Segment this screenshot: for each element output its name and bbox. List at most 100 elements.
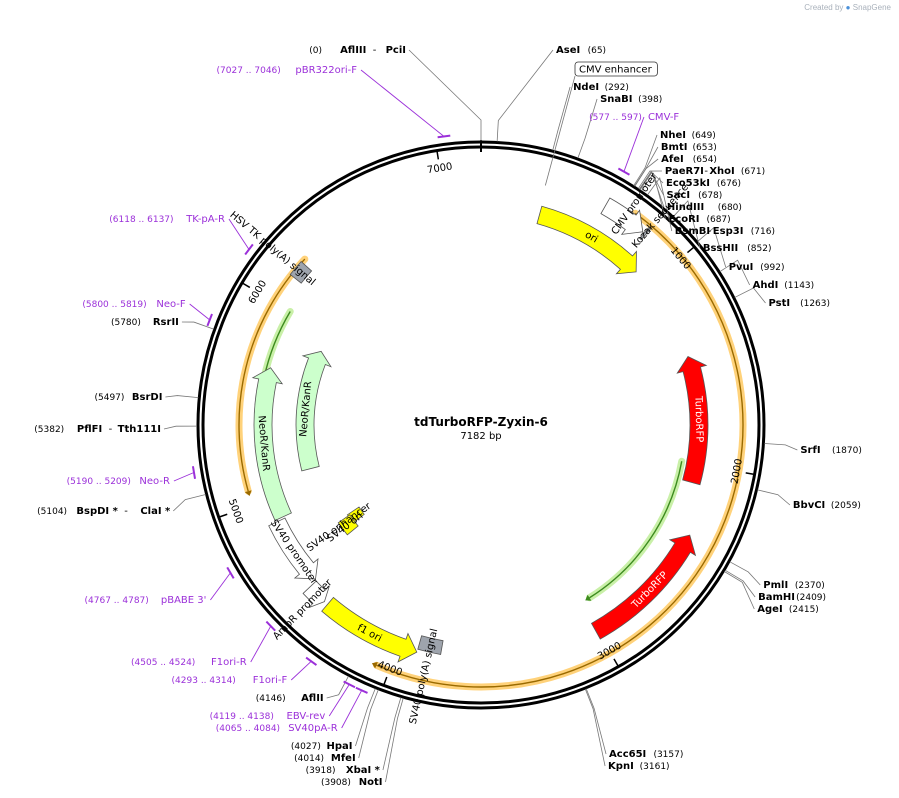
primer-name: TK-pA-R bbox=[185, 214, 225, 225]
scale-tick bbox=[383, 676, 388, 685]
primer-name: F1ori-F bbox=[253, 675, 288, 686]
enzyme-leader-line bbox=[757, 489, 791, 506]
primer-leader-line bbox=[228, 218, 250, 250]
primer-f1ori-f: F1ori-F(4293 .. 4314) bbox=[172, 675, 288, 686]
enzyme-separator: - bbox=[704, 166, 708, 177]
primer-leader-line bbox=[328, 684, 350, 717]
primer-range: (4505 .. 4524) bbox=[131, 658, 195, 668]
primer-ebv-rev: EBV-rev(4119 .. 4138) bbox=[210, 711, 326, 722]
enzyme-name: PaeR7I bbox=[665, 166, 704, 177]
enzyme-name: SrfI bbox=[800, 445, 820, 456]
enzyme-site-agei: AgeI(2415) bbox=[757, 604, 819, 615]
plasmid-size: 7182 bp bbox=[460, 431, 501, 442]
orf-arc-line bbox=[376, 212, 744, 688]
callout-leader-line bbox=[544, 75, 576, 186]
enzyme-site-bbvci: BbvCI(2059) bbox=[793, 500, 861, 511]
enzyme-leader-line bbox=[729, 561, 761, 586]
feature-label: NeoR/KanR bbox=[255, 415, 271, 472]
orf-arc-line bbox=[238, 258, 306, 492]
enzyme-name: AfeI bbox=[661, 154, 684, 165]
enzyme-leader-line bbox=[633, 134, 658, 186]
enzyme-name: SacI bbox=[666, 190, 690, 201]
scale-tick-label: 4000 bbox=[376, 659, 404, 678]
primer-name: pBABE 3' bbox=[161, 595, 207, 606]
enzyme-site-rsrii: RsrII(5780) bbox=[111, 317, 179, 328]
primer-binding-mark bbox=[305, 656, 318, 666]
primer-range: (6118 .. 6137) bbox=[109, 215, 173, 225]
enzyme-site-pmli: PmlI(2370) bbox=[763, 580, 825, 591]
enzyme-position: (5382) bbox=[34, 425, 64, 435]
feature-arrow-ori bbox=[536, 205, 637, 275]
enzyme-position: (654) bbox=[693, 155, 717, 165]
enzyme-site-srfi: SrfI (1870) bbox=[800, 445, 862, 456]
enzyme-name: NdeI bbox=[573, 82, 599, 93]
enzyme-position: (3161) bbox=[640, 762, 670, 772]
plasmid-name: tdTurboRFP-Zyxin-6 bbox=[414, 415, 548, 429]
enzyme-site-afliii: PciI-AflIII(0) bbox=[309, 45, 406, 56]
feature-label: TurboRFP bbox=[692, 395, 704, 443]
enzyme-partner-name: Esp3I bbox=[713, 226, 744, 237]
primer-f1ori-r: F1ori-R (4505 .. 4524) bbox=[131, 657, 247, 668]
primer-neo-r: Neo-R(5190 .. 5209) bbox=[67, 476, 170, 487]
enzyme-name: AseI bbox=[556, 45, 580, 56]
enzyme-position: (671) bbox=[741, 167, 765, 177]
leader-lines-layer bbox=[163, 49, 798, 783]
enzyme-name: AflIII bbox=[340, 45, 366, 56]
enzyme-site-bspdi: ClaI *-BspDI *(5104) bbox=[37, 506, 171, 517]
enzyme-partner-name: XhoI bbox=[709, 166, 734, 177]
scale-tick-label: 5000 bbox=[226, 498, 245, 526]
primer-binding-mark bbox=[265, 620, 276, 632]
primer-name: F1ori-R bbox=[211, 657, 247, 668]
enzyme-leader-line bbox=[326, 675, 349, 699]
feature-label: NeoR/KanR bbox=[298, 381, 314, 438]
enzyme-position: (1870) bbox=[832, 446, 862, 456]
enzyme-site-bamhi: BamHI(2409) bbox=[758, 592, 826, 603]
feature-arrow-turborfp bbox=[676, 355, 709, 486]
enzyme-site-hindiii: HindIII(680) bbox=[667, 202, 742, 213]
enzyme-site-psti: PstI(1263) bbox=[768, 298, 830, 309]
enzyme-site-mfei: MfeI(4014) bbox=[294, 753, 356, 764]
feature-arrow-sv40-promoter bbox=[268, 517, 319, 580]
enzyme-position: (3918) bbox=[306, 766, 336, 776]
primer-binding-mark bbox=[343, 680, 356, 689]
enzyme-leader-line bbox=[585, 688, 607, 755]
enzyme-leader-line bbox=[637, 170, 662, 189]
feature-arrow-cmv-promoter bbox=[600, 197, 644, 235]
enzyme-leader-line bbox=[172, 494, 206, 512]
enzyme-name: SnaBI bbox=[600, 94, 632, 105]
enzyme-name: AhdI bbox=[753, 280, 779, 291]
orf-arc-line bbox=[589, 461, 683, 599]
primer-binding-mark bbox=[206, 313, 213, 327]
enzyme-leader-line bbox=[647, 176, 673, 232]
primer-name: CMV-F bbox=[648, 112, 679, 123]
orf-arc-arrowhead bbox=[244, 490, 252, 496]
primer-sv40pa-r: SV40pA-R(4065 .. 4084) bbox=[216, 723, 338, 734]
enzyme-site-acc65i: Acc65I(3157) bbox=[609, 749, 683, 760]
enzyme-name: BmtI bbox=[661, 142, 688, 153]
primer-range: (4767 .. 4787) bbox=[85, 596, 149, 606]
scale-tick bbox=[242, 282, 251, 289]
feature-label: TurboRFP bbox=[629, 570, 670, 611]
enzyme-position: (292) bbox=[605, 83, 629, 93]
enzyme-site-ahdi: AhdI(1143) bbox=[753, 280, 815, 291]
primer-pbabe-3-: pBABE 3' (4767 .. 4787) bbox=[85, 595, 207, 606]
callout-label: CMV enhancer bbox=[579, 65, 653, 76]
primer-name: pBR322ori-F bbox=[295, 65, 357, 76]
enzyme-leader-line bbox=[552, 86, 571, 151]
enzyme-leader-line bbox=[163, 425, 198, 430]
primer-binding-mark bbox=[355, 686, 368, 694]
enzyme-name: PmlI bbox=[763, 580, 788, 591]
enzyme-position: (65) bbox=[588, 46, 606, 56]
enzyme-leader-line bbox=[697, 227, 727, 268]
scale-tick bbox=[745, 472, 754, 476]
snapgene-credit: Created by ● SnapGene bbox=[804, 3, 891, 12]
enzyme-site-bsshii: BssHII(852) bbox=[703, 243, 772, 254]
scale-tick-label: 2000 bbox=[730, 458, 745, 485]
orf-arc-arrowhead bbox=[585, 594, 592, 601]
enzyme-name: KpnI bbox=[608, 761, 634, 772]
enzyme-position: (4146) bbox=[256, 694, 286, 704]
feature-arrow-neor-kanr bbox=[251, 367, 292, 522]
enzyme-leader-line bbox=[496, 49, 554, 142]
